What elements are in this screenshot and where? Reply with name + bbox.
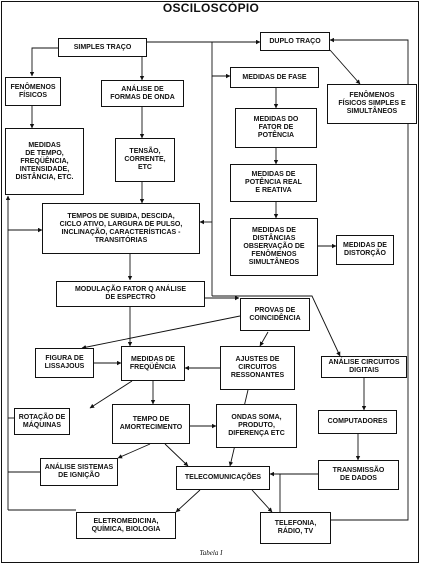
wire-amortecimento-to-ignicao xyxy=(117,443,151,459)
node-medidas-tempo: MEDIDAS DE TEMPO, FREQÜÊNCIA, INTENSIDAD… xyxy=(5,128,84,195)
wire-telecom-to-eletromedicina xyxy=(175,489,201,513)
node-medidas-fator-potencia: MEDIDAS DO FATOR DE POTÊNCIA xyxy=(235,108,317,148)
wire-frequencia-to-rotacao xyxy=(89,380,133,409)
node-figura-lissajous: FIGURA DE LISSAJOUS xyxy=(35,348,94,378)
node-fenomenos-simultaneos: FENÔMENOS FÍSICOS SIMPLES E SIMULTÂNEOS xyxy=(327,84,417,124)
wire-amortecimento-to-telecom xyxy=(164,443,189,467)
node-transmissao-dados: TRANSMISSÃO DE DADOS xyxy=(318,460,399,490)
wire-provas-to-lissajous xyxy=(81,315,241,350)
node-computadores: COMPUTADORES xyxy=(318,410,397,434)
wire-bottom-to-spine xyxy=(279,37,409,521)
wire-telecom-to-telefonia xyxy=(251,489,273,513)
wire-spine-to-digitais xyxy=(212,295,341,357)
node-medidas-fase: MEDIDAS DE FASE xyxy=(230,67,319,88)
wire-duplo-to-fase xyxy=(211,41,260,79)
node-simples-traco: SIMPLES TRAÇO xyxy=(58,38,147,57)
node-rotacao-maquinas: ROTAÇÃO DE MÁQUINAS xyxy=(14,408,70,435)
diagram-caption: Tabela I xyxy=(199,549,223,557)
node-tensao-corrente: TENSÃO, CORRENTE, ETC xyxy=(115,138,175,182)
node-analise-sistemas-ignicao: ANÁLISE SISTEMAS DE IGNIÇÃO xyxy=(40,458,118,486)
node-duplo-traco: DUPLO TRAÇO xyxy=(260,32,330,51)
node-tempos-subida: TEMPOS DE SUBIDA, DESCIDA, CICLO ATIVO, … xyxy=(42,203,200,254)
node-medidas-potencia-real: MEDIDAS DE POTÊNCIA REAL E REATIVA xyxy=(230,164,317,202)
node-analise-circuitos-digitais: ANÁLISE CIRCUITOS DIGITAIS xyxy=(321,356,407,378)
node-tempo-amortecimento: TEMPO DE AMORTECIMENTO xyxy=(112,404,190,444)
node-provas-coincidencia: PROVAS DE COINCIDÊNCIA xyxy=(240,298,310,331)
node-eletromedicina: ELETROMEDICINA, QUÍMICA, BIOLOGIA xyxy=(76,512,176,539)
node-ajustes-circuitos: AJUSTES DE CIRCUITOS RESSONANTES xyxy=(220,346,295,390)
wire-duplo-to-fenomenos-simultaneos xyxy=(329,49,361,85)
node-medidas-distancias: MEDIDAS DE DISTÂNCIAS OBSERVAÇÃO DE FENÔ… xyxy=(230,218,318,276)
node-medidas-distorcao: MEDIDAS DE DISTORÇÃO xyxy=(336,235,394,265)
node-telecomunicacoes: TELECOMUNICAÇÕES xyxy=(176,466,270,490)
wire-provas-to-ajustes xyxy=(259,331,269,347)
diagram-title: OSCILOSCÓPIO xyxy=(162,1,260,15)
node-telefonia: TELEFONIA, RÁDIO, TV xyxy=(260,512,331,544)
node-analise-formas-onda: ANÁLISE DE FORMAS DE ONDA xyxy=(101,80,184,107)
node-fenomenos-fisicos: FENÔMENOS FÍSICOS xyxy=(5,77,61,106)
wire-simples-to-fenomenos xyxy=(29,47,58,77)
node-medidas-frequencia: MEDIDAS DE FREQÜÊNCIA xyxy=(121,346,185,381)
node-modulacao-fator: MODULAÇÃO FATOR Q ANÁLISE DE ESPECTRO xyxy=(56,281,205,307)
node-ondas-soma: ONDAS SOMA, PRODUTO, DIFERENÇA ETC xyxy=(216,404,297,448)
